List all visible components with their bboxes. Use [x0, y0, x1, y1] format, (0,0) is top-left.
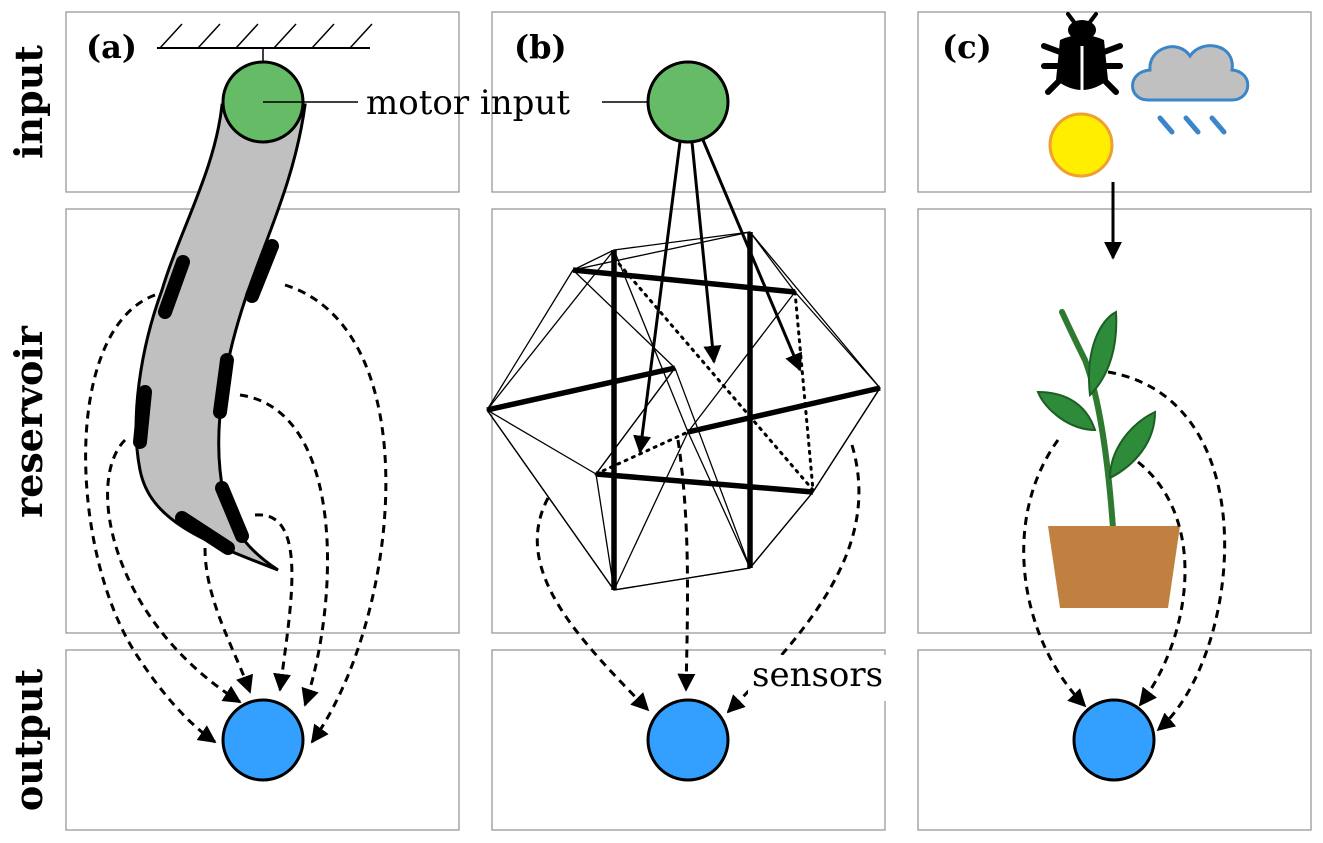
- panel-label-c: (c): [942, 28, 992, 66]
- panel-label-a: (a): [86, 28, 137, 66]
- bug-icon: [1041, 12, 1123, 95]
- plant-pot: [1048, 526, 1180, 608]
- panel-b-output-frame: [491, 649, 886, 831]
- panel-c-sensor-links: [1022, 370, 1226, 732]
- motor-input-node-b: [646, 60, 730, 144]
- panel-b-sensor-links: [535, 439, 861, 714]
- sensors-label-bg: [748, 655, 888, 701]
- output-node-b: [646, 698, 730, 782]
- panel-b-diagram: [486, 60, 881, 782]
- tensegrity-struts: [486, 232, 881, 590]
- panel-a-diagram: [84, 23, 388, 782]
- arm-actuators: [133, 239, 279, 555]
- rain-cloud-icon: [1131, 44, 1250, 135]
- panel-b-input-arrows: [633, 139, 802, 454]
- plant-icon: [1036, 309, 1180, 608]
- panel-a-output-frame: [65, 649, 460, 831]
- panel-a-sensor-links: [84, 283, 388, 744]
- sensors-label: sensors: [752, 655, 883, 695]
- panel-b-input-frame: [491, 11, 886, 193]
- motor-input-label: motor input: [366, 83, 570, 123]
- output-node-a: [221, 698, 305, 782]
- panel-c-diagram: [1022, 12, 1250, 782]
- output-node-c: [1072, 698, 1156, 782]
- tensegrity-cables: [486, 231, 881, 591]
- panel-b-reservoir-frame: [491, 208, 886, 634]
- row-label-input: input: [6, 45, 51, 159]
- sun-icon: [1048, 112, 1114, 178]
- row-label-reservoir: reservoir: [6, 325, 51, 518]
- row-label-output: output: [6, 668, 51, 811]
- panel-c-output-frame: [917, 649, 1312, 831]
- ceiling-mount: [157, 23, 373, 62]
- panel-label-b: (b): [514, 28, 567, 66]
